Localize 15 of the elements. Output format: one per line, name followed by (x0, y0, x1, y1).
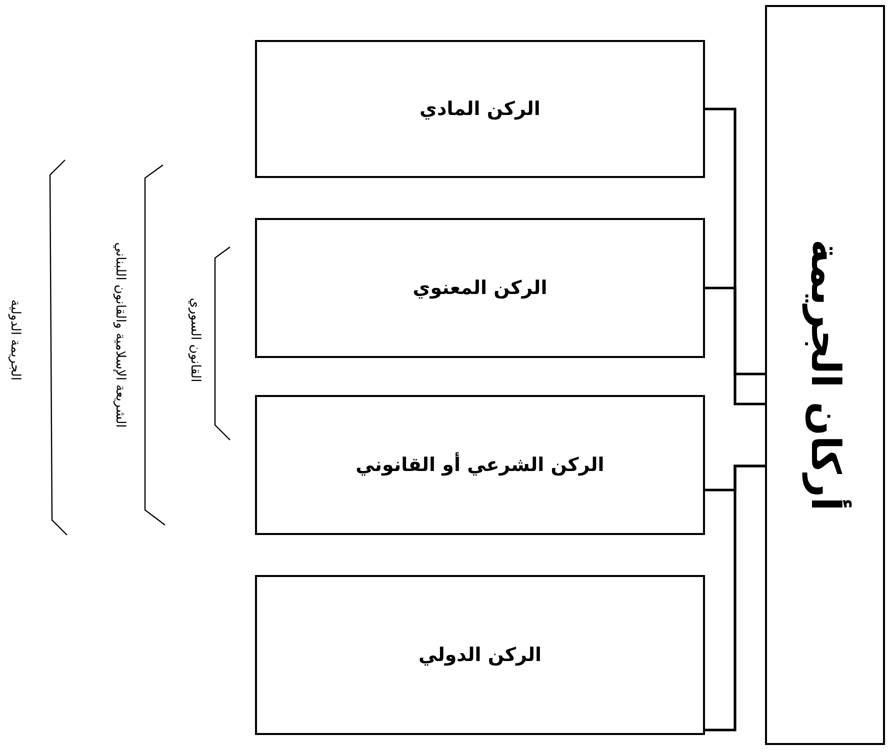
box-label: الركن المادي (420, 98, 540, 120)
pillar-box (255, 218, 705, 358)
bracket-label: القانون السوري (188, 298, 202, 382)
pillar-box (255, 395, 705, 535)
pillar-box (255, 575, 705, 735)
bracket-label: الشريعة الإسلامية والقانون اللبناني (112, 242, 128, 428)
box-label: الركن الدولي (418, 644, 542, 666)
box-label: الركن المعنوي (412, 277, 548, 299)
connector-line (705, 464, 765, 732)
title-box (765, 5, 885, 745)
connector-line (705, 286, 765, 406)
connector-line (705, 108, 765, 376)
pillar-box (255, 40, 705, 178)
bracket-label: الجريمة الدولية (8, 300, 22, 380)
box-label: الركن الشرعي أو القانوني (356, 454, 604, 476)
